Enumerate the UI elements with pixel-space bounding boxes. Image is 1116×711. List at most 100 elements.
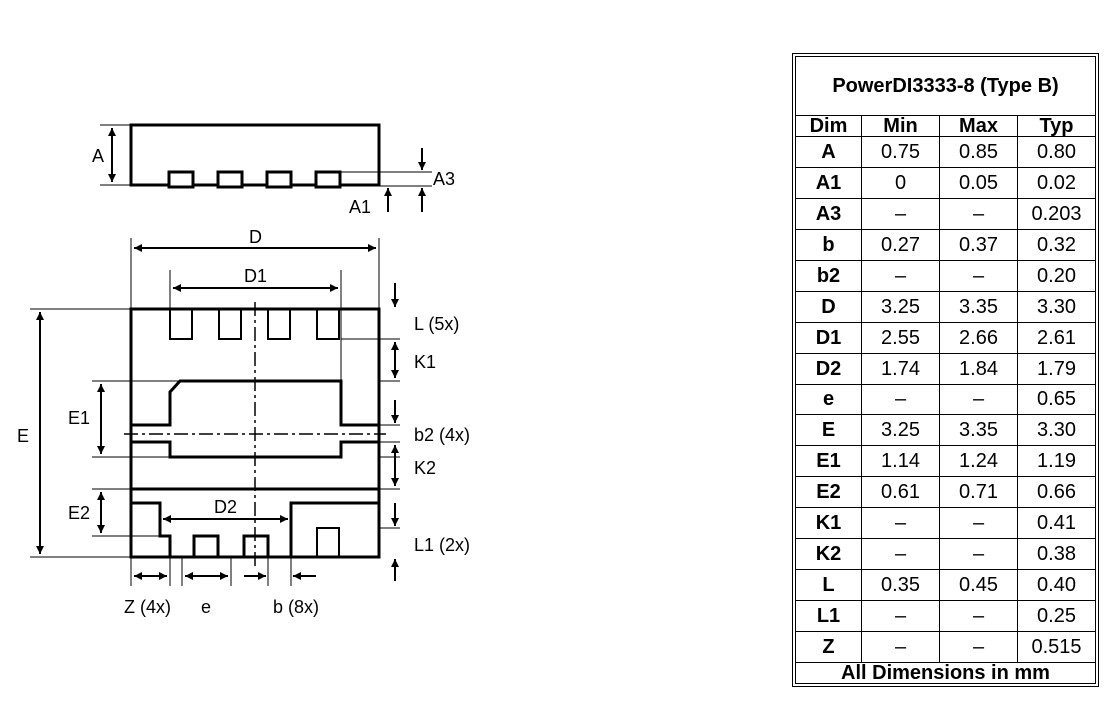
- cell-typ: 0.66: [1017, 476, 1096, 509]
- label-d1: D1: [244, 266, 267, 286]
- cell-max: 3.35: [939, 290, 1018, 323]
- bottom-view: [30, 238, 400, 586]
- cell-min: –: [861, 631, 940, 663]
- cell-typ: 0.20: [1017, 259, 1096, 292]
- cell-max: –: [939, 197, 1018, 230]
- cell-dim: e: [795, 383, 862, 416]
- table-row: K2––0.38: [795, 538, 1096, 571]
- table-row: L1––0.25: [795, 600, 1096, 632]
- cell-min: 1.14: [861, 445, 940, 478]
- cell-typ: 0.02: [1017, 166, 1096, 199]
- cell-min: 2.55: [861, 321, 940, 354]
- dimension-table-frame: PowerDI3333-8 (Type B) Dim Min Max Typ A…: [792, 53, 1099, 687]
- cell-max: 0.45: [939, 569, 1018, 602]
- cell-min: –: [861, 197, 940, 230]
- cell-dim: K2: [795, 538, 862, 571]
- cell-dim: D1: [795, 321, 862, 354]
- cell-dim: A: [795, 136, 862, 168]
- label-b: b (8x): [273, 597, 319, 617]
- label-a3: A3: [433, 169, 455, 189]
- bottom-lead: [316, 527, 340, 558]
- cell-min: 0.35: [861, 569, 940, 602]
- label-d2: D2: [214, 497, 237, 517]
- label-a: A: [92, 146, 104, 166]
- cell-min: –: [861, 259, 940, 292]
- cell-dim: L1: [795, 600, 862, 632]
- label-l1: L1 (2x): [414, 535, 470, 555]
- header-typ: Typ: [1017, 115, 1096, 137]
- cell-max: –: [939, 600, 1018, 632]
- cell-min: –: [861, 600, 940, 632]
- cell-dim: Z: [795, 631, 862, 663]
- cell-dim: E1: [795, 445, 862, 478]
- cell-typ: 0.40: [1017, 569, 1096, 602]
- cell-max: –: [939, 259, 1018, 292]
- side-view-body: [129, 123, 381, 187]
- cell-dim: E2: [795, 476, 862, 509]
- cell-dim: E: [795, 414, 862, 447]
- cell-max: –: [939, 631, 1018, 663]
- table-row: b2––0.20: [795, 259, 1096, 292]
- cell-typ: 0.203: [1017, 197, 1096, 230]
- cell-min: 0.27: [861, 228, 940, 261]
- cell-max: 0.37: [939, 228, 1018, 261]
- cell-dim: D2: [795, 352, 862, 385]
- cell-typ: 0.515: [1017, 631, 1096, 663]
- cell-min: 0.61: [861, 476, 940, 509]
- cell-min: 3.25: [861, 414, 940, 447]
- cell-max: –: [939, 538, 1018, 571]
- cell-max: 1.24: [939, 445, 1018, 478]
- side-lead: [265, 170, 293, 189]
- cell-dim: L: [795, 569, 862, 602]
- cell-max: 3.35: [939, 414, 1018, 447]
- side-lead: [314, 170, 342, 189]
- cell-max: 1.84: [939, 352, 1018, 385]
- cell-typ: 0.25: [1017, 600, 1096, 632]
- header-dim: Dim: [795, 115, 862, 137]
- cell-max: 0.85: [939, 136, 1018, 168]
- bottom-lead: [242, 534, 270, 559]
- top-lead: [267, 308, 291, 340]
- dimension-table: PowerDI3333-8 (Type B) Dim Min Max Typ A…: [795, 56, 1096, 684]
- cell-dim: A1: [795, 166, 862, 199]
- cell-dim: K1: [795, 507, 862, 540]
- cell-min: –: [861, 538, 940, 571]
- table-row: e––0.65: [795, 383, 1096, 416]
- bottom-lead: [192, 534, 220, 559]
- table-row: K1––0.41: [795, 507, 1096, 540]
- table-row: Z––0.515: [795, 631, 1096, 663]
- cell-typ: 1.19: [1017, 445, 1096, 478]
- header-min: Min: [861, 115, 940, 137]
- cell-dim: A3: [795, 197, 862, 230]
- cell-typ: 0.32: [1017, 228, 1096, 261]
- label-e1: E1: [68, 408, 90, 428]
- cell-max: 2.66: [939, 321, 1018, 354]
- cell-dim: b2: [795, 259, 862, 292]
- cell-typ: 0.80: [1017, 136, 1096, 168]
- label-e: E: [17, 426, 29, 446]
- cell-max: –: [939, 507, 1018, 540]
- table-header-row: Dim Min Max Typ: [795, 115, 1096, 137]
- cell-typ: 0.65: [1017, 383, 1096, 416]
- label-a1: A1: [349, 197, 371, 217]
- label-k1: K1: [414, 352, 436, 372]
- cell-min: 0: [861, 166, 940, 199]
- cell-min: 1.74: [861, 352, 940, 385]
- label-k2: K2: [414, 458, 436, 478]
- table-row: A3––0.203: [795, 197, 1096, 230]
- side-view: [100, 123, 432, 212]
- label-e2: E2: [68, 503, 90, 523]
- package-drawing: A A3 A1: [17, 123, 470, 617]
- cell-dim: D: [795, 290, 862, 323]
- label-z: Z (4x): [124, 597, 171, 617]
- table-footer-row: All Dimensions in mm: [795, 662, 1096, 684]
- header-max: Max: [939, 115, 1018, 137]
